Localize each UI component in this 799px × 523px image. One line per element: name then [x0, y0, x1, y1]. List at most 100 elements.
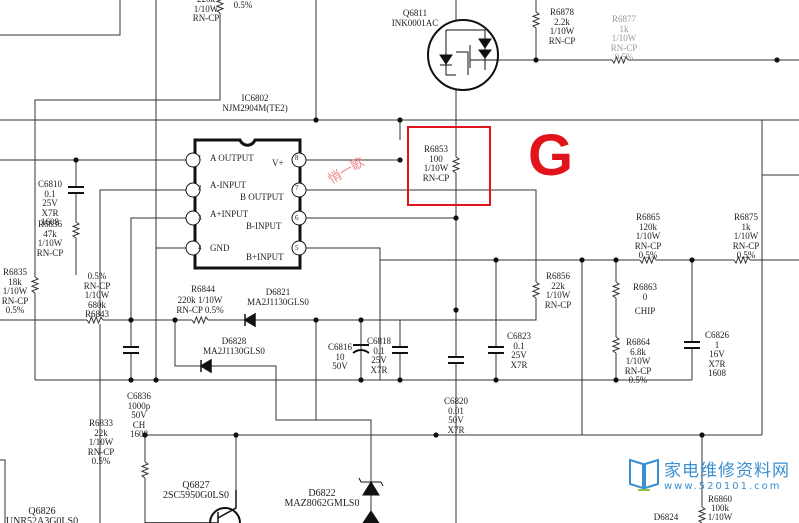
capacitor-icon	[488, 346, 504, 354]
c6836-label: C6836 1000p 50V CH 1608	[126, 391, 151, 439]
junction-dot	[579, 257, 585, 263]
wire	[0, 0, 121, 36]
r6835-label: R6835 18k 1/10W RN-CP 0.5%	[1, 267, 29, 315]
diode-icon	[243, 312, 256, 328]
book-icon	[629, 458, 659, 491]
ic-pin-circle	[291, 240, 307, 256]
ic-pin-circle	[185, 182, 201, 198]
resistor-icon	[86, 315, 104, 325]
capacitor-icon	[68, 186, 84, 194]
r6877-label: R6877 1k 1/10W RN-CP 0.5%	[610, 14, 638, 62]
body-diode-icon	[439, 54, 453, 66]
junction-dot	[358, 317, 364, 323]
resistor-icon	[733, 255, 751, 265]
junction-dot	[397, 157, 403, 163]
junction-dot	[774, 57, 780, 63]
resistor-icon	[531, 11, 541, 29]
resistor-icon	[191, 315, 209, 325]
resistor-icon	[611, 336, 621, 354]
pin-3-name: A+INPUT	[210, 209, 249, 219]
capacitor-icon	[392, 346, 408, 354]
junction-dot	[699, 432, 705, 438]
resistor-icon	[611, 55, 629, 65]
wire	[174, 320, 372, 523]
junction-dot	[358, 377, 364, 383]
site-name: 家电维修资料网	[664, 461, 790, 481]
q6826-label: Q6826 UNR52A3G0LS0	[5, 506, 79, 523]
capacitor-gap	[487, 347, 505, 353]
junction-dot	[493, 257, 499, 263]
transistor-q6827-circle	[209, 507, 241, 523]
pin-6-name: B-INPUT	[246, 221, 282, 231]
site-url: www.520101.com	[664, 481, 782, 492]
resistor-gap	[216, 0, 224, 13]
pin-1-number: 1	[198, 154, 202, 162]
c6826-label: C6826 1 16V X7R 1608	[704, 330, 729, 378]
capacitor-gap	[683, 342, 701, 348]
wire	[0, 459, 6, 523]
wire	[34, 0, 221, 380]
d6822-label: D6822 MAZ8062GMLS0	[284, 488, 360, 509]
capacitor-icon	[684, 341, 700, 349]
diode-icon	[199, 358, 212, 374]
wire	[305, 247, 381, 380]
pin-7-number: 7	[295, 184, 299, 192]
r6863-label: R6863 0	[632, 282, 657, 302]
pin-4-number: 4	[198, 244, 202, 252]
ic-pin-circle	[185, 210, 201, 226]
resistor-icon	[30, 276, 40, 294]
resistor-icon	[611, 281, 621, 299]
capacitor-gap	[122, 347, 140, 353]
pin-1-name: A OUTPUT	[210, 153, 254, 163]
junction-dot	[613, 377, 619, 383]
ic-pin-circle	[291, 152, 307, 168]
pin-4-name: GND	[210, 243, 230, 253]
resistor-icon	[451, 156, 461, 174]
r6864-label: R6864 6.8k 1/10W RN-CP 0.5%	[624, 337, 652, 385]
zener-protect-icon	[478, 38, 492, 59]
c6823-label: C6823 0.1 25V X7R	[506, 331, 531, 370]
junction-dot	[73, 157, 79, 163]
resistor-icon	[531, 281, 541, 299]
resistor-icon	[71, 221, 81, 239]
pin-3-number: 3	[198, 214, 202, 222]
junction-dot	[128, 317, 134, 323]
junction-dot	[453, 215, 459, 221]
junction-dot	[533, 57, 539, 63]
ic-pin-circle	[185, 152, 201, 168]
mosfet-leads	[445, 29, 498, 76]
pin-8-number: 8	[295, 154, 299, 162]
ic-pin-circle	[291, 182, 307, 198]
junction-dot	[397, 377, 403, 383]
d6821-label: D6821 MA2J1130GLS0	[247, 287, 309, 307]
highlight-box	[407, 126, 491, 206]
junction-dot	[453, 307, 459, 313]
d6828-label: D6828 MA2J1130GLS0	[203, 336, 265, 356]
junction-dot	[153, 377, 159, 383]
junction-dot	[128, 377, 134, 383]
pin-5-number: 5	[295, 244, 299, 252]
highlight-marker-g: G	[528, 123, 574, 188]
junction-dot	[313, 317, 319, 323]
resistor-top-label: 220k 1/10W RN-CP	[192, 0, 220, 23]
capacitor-gap	[391, 347, 409, 353]
d6824-label: D6824	[653, 512, 679, 522]
junction-dot	[233, 432, 239, 438]
wire	[130, 217, 187, 320]
ic-pin-circle	[291, 210, 307, 226]
resistor-icon	[215, 0, 225, 14]
zener-diode-icon	[358, 477, 384, 523]
junction-dot	[613, 257, 619, 263]
r6875-label: R6875 1k 1/10W RN-CP 0.5%	[732, 212, 760, 260]
junction-dot	[172, 317, 178, 323]
pin-8-name: V+	[272, 158, 284, 168]
r6844-label: 220k 1/10W RN-CP 0.5%	[176, 295, 224, 315]
wire	[305, 189, 537, 321]
r6833-label: R6833 22k 1/10W RN-CP 0.5%	[87, 418, 115, 466]
capacitor-icon	[123, 346, 139, 354]
resistor-icon	[697, 506, 707, 523]
pin-5-name: B+INPUT	[246, 252, 284, 262]
r6863-type: CHIP	[634, 306, 656, 316]
